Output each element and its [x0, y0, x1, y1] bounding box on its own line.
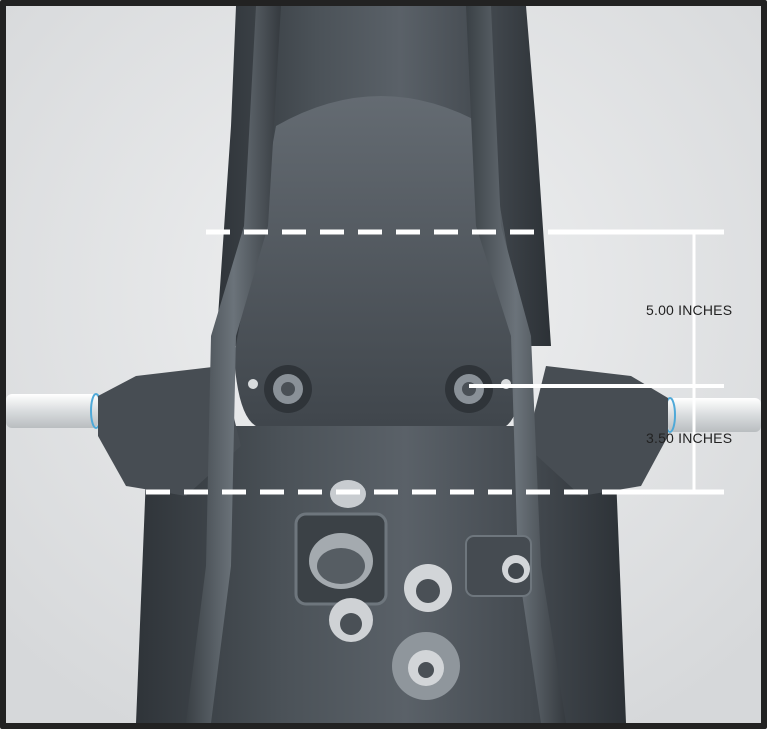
right-tube	[664, 397, 761, 433]
left-tube	[6, 393, 102, 429]
lower-bracket	[465, 535, 532, 597]
lower-small-port	[329, 598, 373, 642]
right-wing	[526, 366, 668, 496]
lower-dimension-label: 3.50 INCHES	[646, 430, 733, 446]
bottom-boss	[392, 632, 460, 700]
left-bolt	[248, 365, 312, 413]
lower-round-port	[404, 564, 452, 612]
center-plate	[234, 96, 526, 426]
left-wing	[98, 366, 241, 496]
left-rail	[186, 6, 281, 723]
upper-dimension-label: 5.00 INCHES	[646, 302, 733, 318]
lower-square-socket	[294, 512, 388, 606]
right-rail	[466, 6, 566, 723]
measurement-guides	[146, 229, 724, 495]
scan-render-scene	[6, 6, 761, 723]
